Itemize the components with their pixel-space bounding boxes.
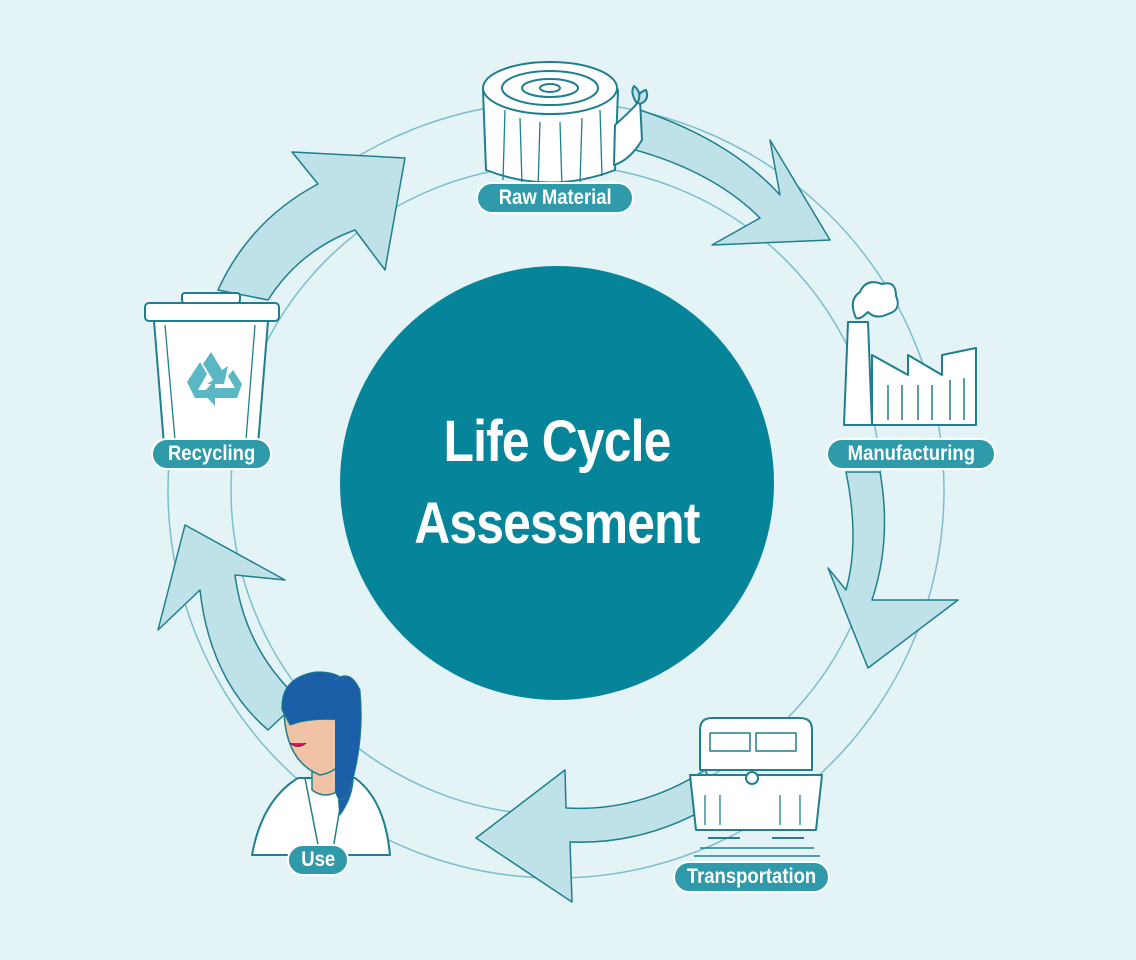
- arrow-raw-to-manufacturing: [627, 109, 831, 246]
- person-icon: [251, 671, 391, 856]
- arrow-use-to-recycling: [157, 524, 301, 731]
- center-title-line2: Assessment: [414, 491, 700, 556]
- stage-label-transportation: Transportation: [673, 861, 830, 893]
- arrow-manufacturing-to-transportation: [827, 471, 959, 669]
- factory-icon: [843, 281, 977, 426]
- stage-label-recycling: Recycling: [151, 438, 272, 470]
- stage-label-manufacturing: Manufacturing: [826, 438, 996, 470]
- arrow-recycling-to-raw: [217, 151, 406, 301]
- tree-stump-icon: [482, 61, 649, 189]
- train-icon: [689, 717, 823, 857]
- arrow-transportation-to-use: [475, 769, 721, 903]
- stage-label-use: Use: [287, 844, 349, 876]
- recycling-bin-icon: [144, 292, 280, 446]
- recycle-symbol-icon: [187, 352, 242, 406]
- center-title-circle: Life Cycle Assessment: [340, 266, 774, 700]
- center-title-line1: Life Cycle: [443, 409, 671, 474]
- stage-label-raw-material: Raw Material: [476, 182, 634, 214]
